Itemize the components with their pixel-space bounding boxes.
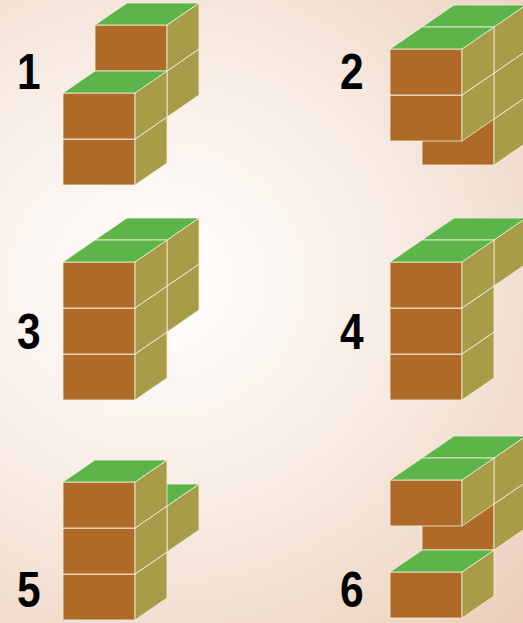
cube-front-face [63,308,135,354]
figure-number: 4 [340,307,364,357]
cube [390,240,494,308]
cube-top-face [422,218,523,240]
cube [63,240,167,308]
cube-front-face [63,139,135,185]
cube-top-face [95,218,199,240]
cube-figure [63,218,199,400]
cube-front-face [63,574,135,620]
cube-figure [390,436,523,618]
cube [390,27,494,95]
figure-number: 1 [17,47,41,97]
cube-top-face [95,3,199,25]
cube [390,550,494,618]
cube-front-face [390,308,462,354]
figure-number: 6 [340,565,364,615]
cube-top-face [63,71,167,93]
cube-front-face [63,482,135,528]
cube-front-face [63,262,135,308]
cube [95,3,199,71]
cube-front-face [63,354,135,400]
cube-top-face [422,436,523,458]
cube-top-face [390,550,494,572]
cube-front-face [390,49,462,95]
cube-top-face [390,458,494,480]
cube-top-face [390,240,494,262]
cube-figure [390,218,523,400]
cube-front-face [95,25,167,71]
cube-front-face [63,528,135,574]
cube-top-face [422,5,523,27]
cube-figure [390,5,523,165]
cube [63,71,167,139]
cube-front-face [63,93,135,139]
cube-front-face [390,262,462,308]
cube-front-face [390,354,462,400]
cube-front-face [390,480,462,526]
figure-number: 3 [17,307,41,357]
cube-top-face [390,27,494,49]
cube-figure [63,3,199,185]
cube-front-face [390,95,462,141]
cube-top-face [63,240,167,262]
cube [63,460,167,528]
figure-number: 2 [340,47,364,97]
cube-top-face [63,460,167,482]
cube [390,458,494,526]
figure-number: 5 [17,565,41,615]
cube-figure [63,460,199,620]
cube-front-face [390,572,462,618]
